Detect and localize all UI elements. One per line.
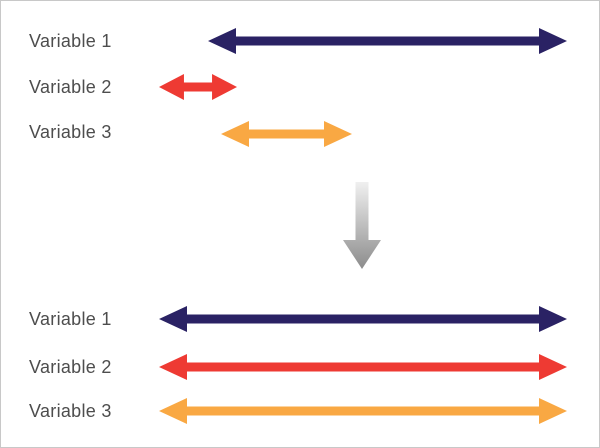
variable1-range-arrow-after <box>159 306 567 332</box>
down-arrow-icon <box>343 182 381 269</box>
variable1-range-arrow-before <box>208 28 567 54</box>
variable2-range-arrow-before <box>159 74 237 100</box>
variable3-label-after: Variable 3 <box>29 401 112 421</box>
variable1-label-after: Variable 1 <box>29 309 112 329</box>
variable2-range-arrow-after <box>159 354 567 380</box>
variable1-label-before: Variable 1 <box>29 31 112 51</box>
variable2-label-before: Variable 2 <box>29 77 112 97</box>
variable2-label-after: Variable 2 <box>29 357 112 377</box>
variable3-range-arrow-after <box>159 398 567 424</box>
variable3-range-arrow-before <box>221 121 352 147</box>
variable3-label-before: Variable 3 <box>29 122 112 142</box>
